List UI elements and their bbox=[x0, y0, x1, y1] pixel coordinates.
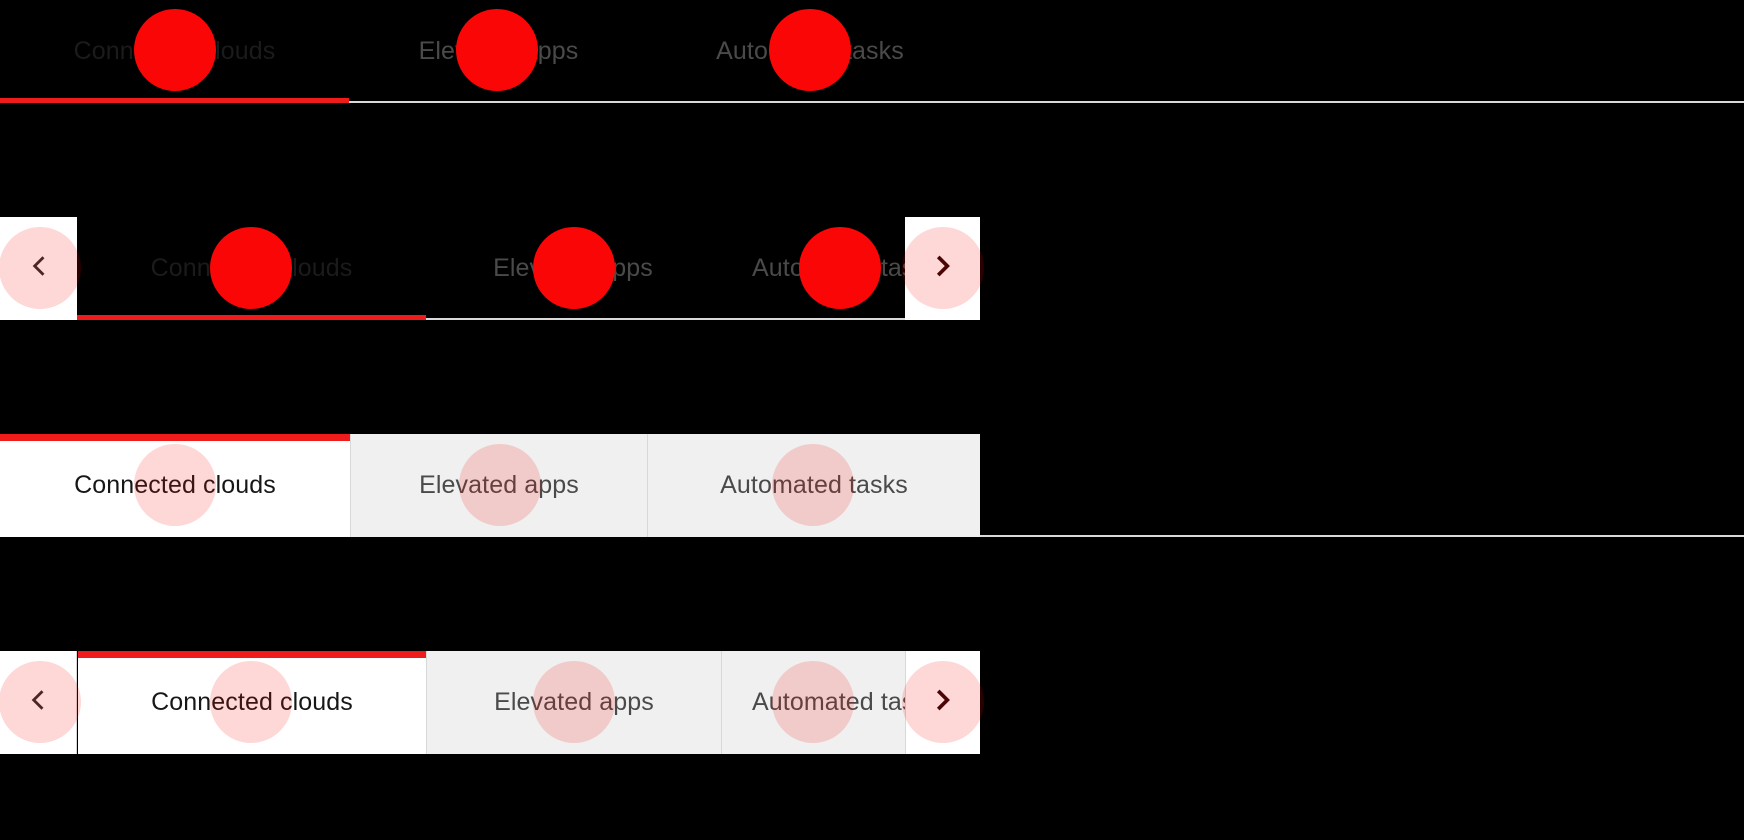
scroll-prev-button[interactable] bbox=[0, 651, 77, 754]
tab-label: Connected clouds bbox=[73, 37, 276, 65]
tab-label: Automated tasks bbox=[752, 688, 905, 716]
tab-connected-clouds[interactable]: Connected clouds bbox=[0, 0, 349, 103]
tab-elevated-apps[interactable]: Elevated apps bbox=[351, 434, 648, 537]
scroll-prev-button[interactable] bbox=[0, 217, 77, 320]
tabbar-plain-scroll: Connected clouds Elevated apps Automated… bbox=[77, 217, 905, 320]
tab-elevated-apps[interactable]: Elevated apps bbox=[426, 217, 720, 320]
tab-label: Automated tasks bbox=[716, 37, 904, 65]
tab-label: Automated tasks bbox=[720, 471, 908, 499]
tab-label: Elevated apps bbox=[418, 37, 579, 65]
tabbar-plain-underline bbox=[349, 101, 1744, 103]
tab-label: Elevated apps bbox=[494, 688, 654, 716]
tabbar-chips-underline bbox=[980, 535, 1744, 537]
tab-connected-clouds[interactable]: Connected clouds bbox=[0, 434, 351, 537]
tab-automated-tasks[interactable]: Automated tasks bbox=[648, 0, 972, 103]
tabbar-chips-scroll: Connected clouds Elevated apps Automated… bbox=[78, 651, 905, 754]
tab-label: Connected clouds bbox=[151, 688, 353, 716]
tab-label: Connected clouds bbox=[74, 471, 276, 499]
tab-label: Automated tasks bbox=[752, 254, 905, 282]
tab-label: Elevated apps bbox=[419, 471, 579, 499]
tab-connected-clouds[interactable]: Connected clouds bbox=[78, 651, 427, 754]
tabbar-plain-scroll-underline bbox=[426, 318, 905, 320]
chevron-left-icon bbox=[26, 253, 52, 284]
chevron-right-icon bbox=[930, 687, 956, 718]
tabbar-chips: Connected clouds Elevated apps Automated… bbox=[0, 434, 980, 537]
tab-elevated-apps[interactable]: Elevated apps bbox=[427, 651, 722, 754]
tabbar-plain: Connected clouds Elevated apps Automated… bbox=[0, 0, 1744, 103]
tab-elevated-apps[interactable]: Elevated apps bbox=[349, 0, 648, 103]
tab-automated-tasks[interactable]: Automated tasks bbox=[648, 434, 980, 537]
scroll-next-button[interactable] bbox=[905, 217, 980, 320]
tab-connected-clouds[interactable]: Connected clouds bbox=[77, 217, 426, 320]
tab-automated-tasks[interactable]: Automated tasks bbox=[720, 217, 905, 320]
tab-automated-tasks[interactable]: Automated tasks bbox=[722, 651, 905, 754]
scroll-next-button[interactable] bbox=[905, 651, 980, 754]
chevron-left-icon bbox=[25, 687, 51, 718]
tab-label: Connected clouds bbox=[150, 254, 353, 282]
chevron-right-icon bbox=[930, 253, 956, 284]
tab-label: Elevated apps bbox=[493, 254, 653, 282]
